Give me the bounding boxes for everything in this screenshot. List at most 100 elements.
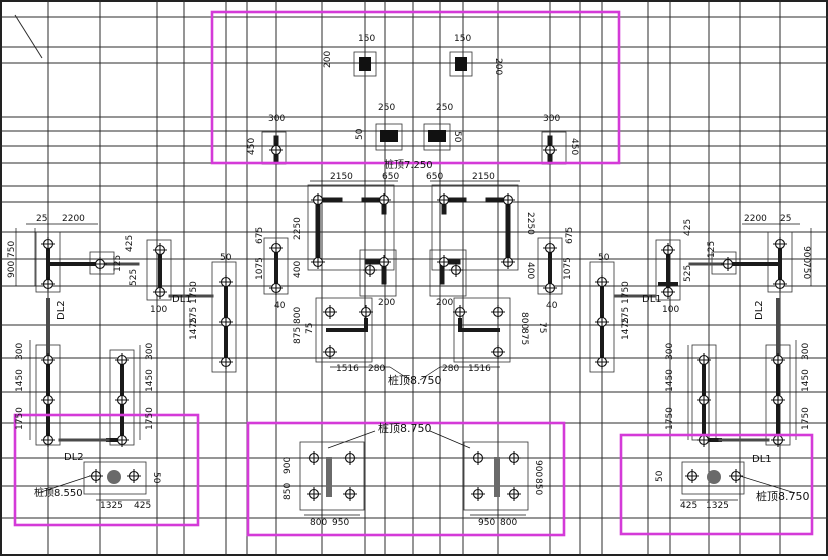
pile-crosshair — [595, 315, 609, 329]
dim-text: 1516 — [468, 364, 491, 374]
dim-text: 300 — [145, 343, 155, 360]
column-markers — [326, 457, 500, 497]
dim-text: 300 — [268, 114, 285, 124]
dim-text: 1075 — [255, 257, 265, 280]
dim-text: 50 — [598, 253, 610, 263]
pile-crosshair — [543, 241, 557, 255]
pile-crosshair — [773, 277, 787, 291]
pile-caps — [35, 51, 793, 511]
dim-text: 1075 — [563, 257, 573, 280]
dim-text: 400 — [525, 262, 535, 279]
pile-crosshair — [115, 393, 129, 407]
pile-crosshair — [343, 451, 357, 465]
dim-text: 2200 — [62, 214, 85, 224]
pile-crosshair — [41, 277, 55, 291]
dim-text: 750 — [801, 262, 811, 279]
pile-crosshair — [269, 143, 283, 157]
pile-crosshair — [697, 393, 711, 407]
dim-text: 750 — [7, 241, 17, 258]
beam-label: DL1 — [172, 294, 192, 305]
pile-crosshair — [311, 193, 325, 207]
dim-text: 275 — [621, 307, 631, 324]
dim-text: 1750 — [665, 407, 675, 430]
dim-text: 2150 — [330, 172, 353, 182]
pile-crosshair — [661, 243, 675, 257]
dim-text: 300 — [665, 343, 675, 360]
dim-text: 800 — [500, 518, 517, 528]
pile-crosshair — [543, 281, 557, 295]
dim-text: 200 — [493, 58, 503, 75]
dimension-texts: 150 150 200 200 300 250 250 300 50 50 45… — [7, 34, 811, 528]
dim-text: 280 — [442, 364, 459, 374]
dim-text: 50 — [655, 470, 665, 482]
dim-text: 275 — [189, 307, 199, 324]
columns — [359, 57, 467, 142]
highlight-bottom-right — [619, 433, 814, 536]
pile-crosshair — [359, 305, 373, 319]
dim-text: 800 — [310, 518, 327, 528]
pile-crosshair — [471, 487, 485, 501]
dim-text: 425 — [680, 501, 697, 511]
pile-crosshair — [269, 241, 283, 255]
dim-text: 75 — [537, 322, 547, 333]
dim-text: 2200 — [744, 214, 767, 224]
dim-text: 2150 — [472, 172, 495, 182]
pile-crosshair — [219, 275, 233, 289]
dim-text: 425 — [125, 235, 135, 252]
dim-text: 800 — [519, 312, 529, 329]
highlight-bottom-center — [246, 421, 566, 537]
pile-crosshair — [377, 255, 391, 269]
dim-text: 1325 — [706, 501, 729, 511]
pile-crosshair — [307, 487, 321, 501]
beam-label: DL1 — [642, 294, 662, 305]
pile-crosshair — [115, 433, 129, 447]
pile-crosshair — [773, 237, 787, 251]
pile-crosshair — [307, 451, 321, 465]
dim-text: 900 — [283, 457, 293, 474]
dim-text: 300 — [543, 114, 560, 124]
dim-text: 125 — [113, 255, 123, 272]
dim-text: 250 — [436, 103, 453, 113]
pile-crosshair — [771, 393, 785, 407]
elevation-label: 桩顶8.750 — [756, 489, 810, 503]
dim-text: 25 — [36, 214, 47, 224]
dim-text: 650 — [426, 172, 443, 182]
pile-crosshair — [127, 469, 141, 483]
pile-crosshair — [89, 469, 103, 483]
dim-text: 1450 — [15, 369, 25, 392]
pile-crosshair — [449, 263, 463, 277]
pile-crosshair — [501, 255, 515, 269]
pile-crosshair — [323, 305, 337, 319]
dim-text: 250 — [378, 103, 395, 113]
dim-text: 950 — [478, 518, 495, 528]
dim-text: 650 — [382, 172, 399, 182]
highlight-top — [210, 10, 621, 165]
dim-text: 2250 — [525, 212, 535, 235]
piles — [41, 143, 787, 501]
dim-text: 1750 — [189, 281, 199, 304]
pile-crosshair — [771, 353, 785, 367]
dim-text: 450 — [569, 138, 579, 155]
dim-text: 50 — [452, 131, 462, 143]
dim-text: 525 — [683, 265, 693, 282]
dim-text: 300 — [15, 343, 25, 360]
dim-text: 125 — [707, 241, 717, 258]
pile-crosshair — [595, 355, 609, 369]
dim-text: 75 — [305, 323, 315, 334]
pile-crosshair — [501, 193, 515, 207]
beam-label: DL2 — [56, 300, 67, 320]
pile-crosshair — [491, 305, 505, 319]
dim-text: 950 — [332, 518, 349, 528]
pile-crosshair — [543, 143, 557, 157]
pile-crosshair — [41, 433, 55, 447]
dim-text: 1516 — [336, 364, 359, 374]
pile-marker-right — [707, 470, 721, 484]
dim-text: 1450 — [145, 369, 155, 392]
pile-crosshair — [363, 263, 377, 277]
dim-text: 200 — [436, 298, 453, 308]
pile-crosshair — [269, 281, 283, 295]
